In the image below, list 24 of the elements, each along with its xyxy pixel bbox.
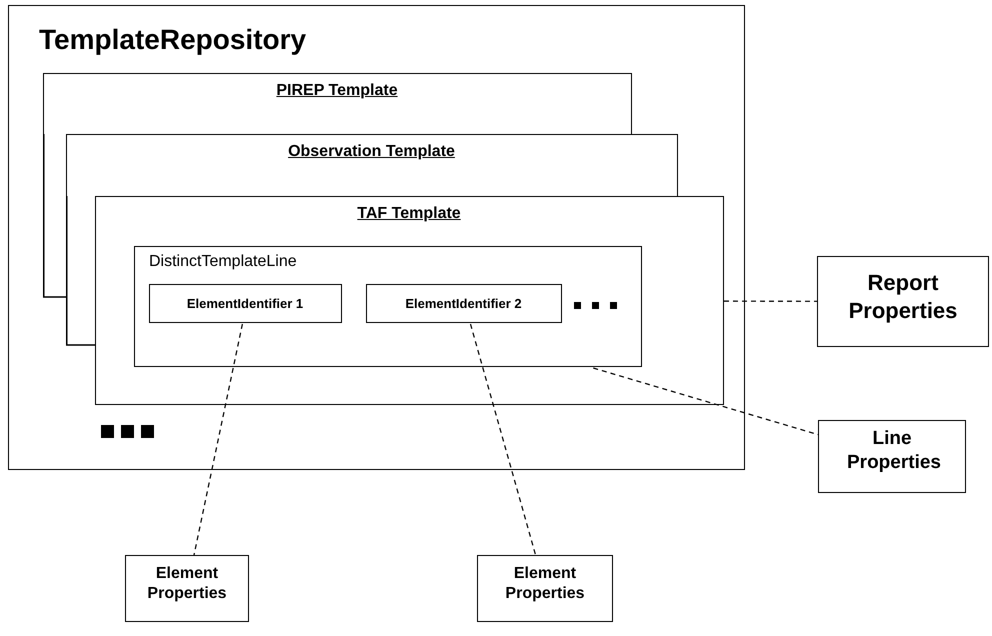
dashed-line <box>470 324 536 556</box>
properties-box <box>125 555 249 622</box>
node-label: DistinctTemplateLine <box>149 253 297 271</box>
identifier-box <box>366 284 562 322</box>
node-label: Element Properties <box>146 564 228 604</box>
heading: TemplateRepository <box>39 24 306 56</box>
node-label: ElementIdentifier 1 <box>186 296 304 310</box>
template-card <box>94 196 724 404</box>
node-label: Report Properties <box>848 269 958 324</box>
properties-box <box>818 420 966 493</box>
node-label: TAF Template <box>356 204 462 222</box>
node-label: ElementIdentifier 2 <box>404 296 523 310</box>
properties-box <box>477 555 613 622</box>
template-card <box>66 134 678 196</box>
properties-box <box>817 256 989 347</box>
node-label: PIREP Template <box>275 82 399 100</box>
node-label: Element Properties <box>504 564 586 604</box>
dashed-line <box>593 367 818 436</box>
dashed-line <box>724 300 817 302</box>
node-label: Observation Template <box>287 142 456 160</box>
dashed-line <box>193 324 243 556</box>
repository-box <box>8 5 745 470</box>
identifier-box <box>148 284 342 322</box>
template-card <box>42 72 632 134</box>
